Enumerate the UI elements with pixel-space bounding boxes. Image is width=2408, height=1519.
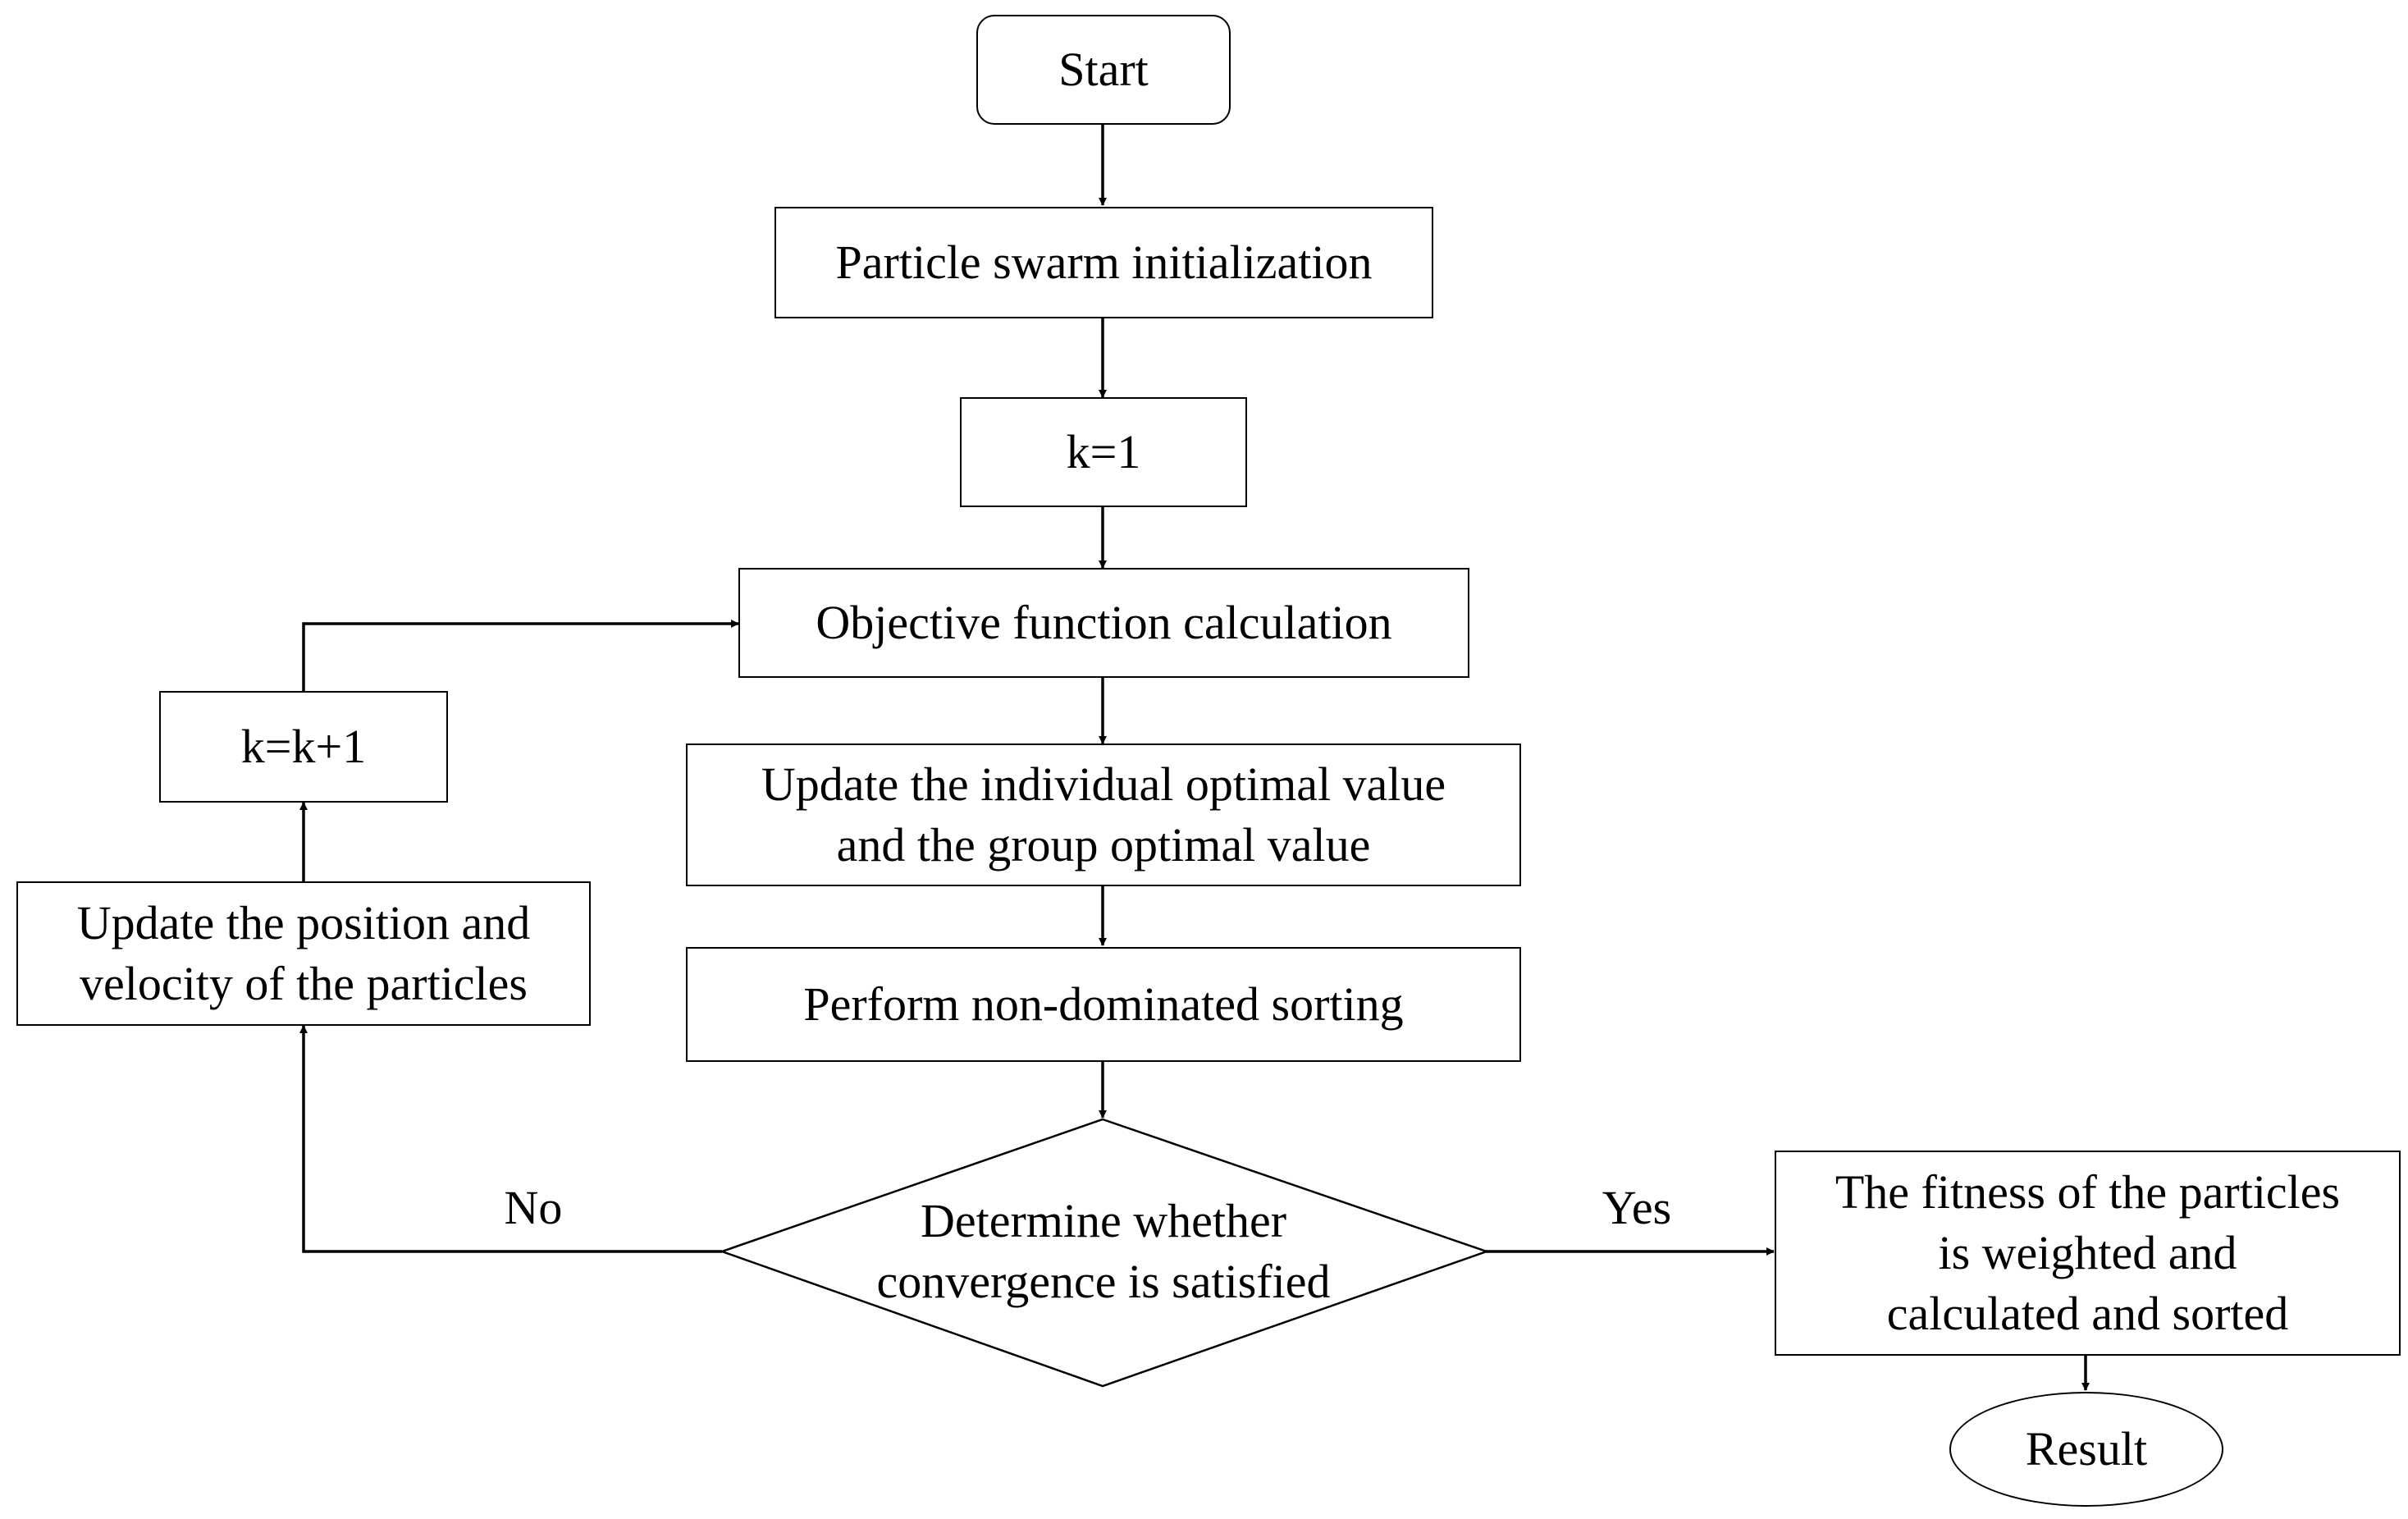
decision-line2: convergence is satisfied xyxy=(876,1255,1331,1308)
decision-text: Determine whether convergence is satisfi… xyxy=(820,1174,1387,1329)
result-node: Result xyxy=(1949,1392,2223,1507)
objective-label: Objective function calculation xyxy=(816,596,1392,649)
init-label: Particle swarm initialization xyxy=(835,236,1373,289)
arrow-k-increment-to-objective xyxy=(302,620,739,691)
start-label: Start xyxy=(1058,43,1149,96)
update-optimal-box: Update the individual optimal value and … xyxy=(686,743,1521,886)
k-increment-label: k=k+1 xyxy=(240,720,367,773)
start-node: Start xyxy=(976,15,1231,125)
update-optimal-line2: and the group optimal value xyxy=(836,818,1371,872)
k-init-box: k=1 xyxy=(960,397,1247,507)
update-optimal-line1: Update the individual optimal value xyxy=(761,757,1446,811)
fitness-box: The fitness of the particles is weighted… xyxy=(1775,1151,2401,1356)
k-init-label: k=1 xyxy=(1066,425,1141,478)
yes-label: Yes xyxy=(1602,1181,1672,1234)
update-particles-line1: Update the position and xyxy=(76,896,531,949)
decision-diamond xyxy=(719,1118,1490,1388)
fitness-line3: calculated and sorted xyxy=(1886,1287,2289,1340)
fitness-line2: is weighted and xyxy=(1938,1226,2237,1279)
result-label: Result xyxy=(2025,1422,2148,1476)
init-box: Particle swarm initialization xyxy=(774,207,1433,318)
arrow-decision-no-to-update-particles xyxy=(299,1025,722,1253)
update-particles-box: Update the position and velocity of the … xyxy=(16,881,591,1026)
fitness-line1: The fitness of the particles xyxy=(1835,1165,2341,1219)
update-particles-line2: velocity of the particles xyxy=(80,957,528,1010)
sorting-label: Perform non-dominated sorting xyxy=(803,977,1404,1031)
objective-box: Objective function calculation xyxy=(738,568,1469,678)
k-increment-box: k=k+1 xyxy=(159,691,448,803)
no-label: No xyxy=(504,1181,563,1234)
decision-line1: Determine whether xyxy=(920,1194,1287,1247)
sorting-box: Perform non-dominated sorting xyxy=(686,947,1521,1062)
